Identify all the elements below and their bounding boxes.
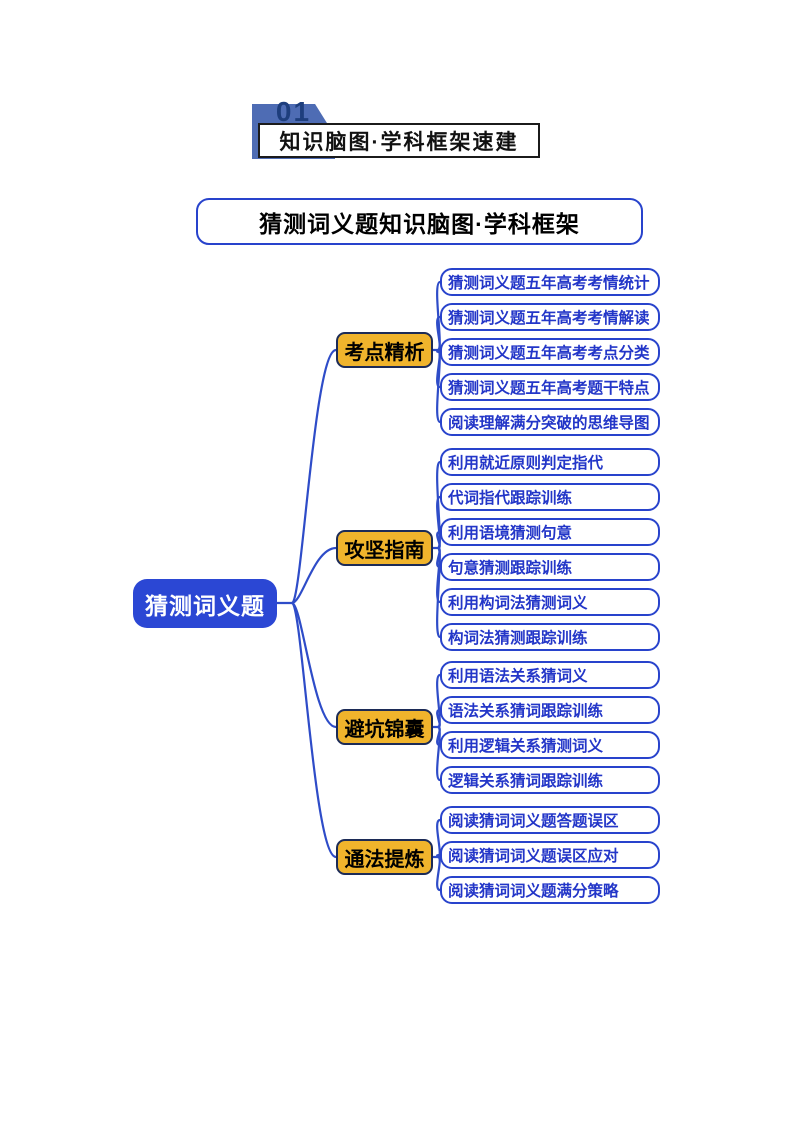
mindmap-leaf-node: 利用就近原则判定指代 xyxy=(440,448,660,476)
section-number: 01 xyxy=(275,96,312,127)
connector-lines xyxy=(275,280,442,892)
mindmap-leaf-node: 逻辑关系猜词跟踪训练 xyxy=(440,766,660,794)
mindmap-leaf-node: 阅读猜词词义题满分策略 xyxy=(440,876,660,904)
mindmap-branch-node: 通法提炼 xyxy=(336,839,433,875)
mindmap-leaf-node: 阅读猜词词义题答题误区 xyxy=(440,806,660,834)
mindmap-leaf-node: 猜测词义题五年高考题干特点 xyxy=(440,373,660,401)
mindmap-branch-node: 避坑锦囊 xyxy=(336,709,433,745)
mindmap-leaf-node: 猜测词义题五年高考考情解读 xyxy=(440,303,660,331)
mindmap-leaf-node: 利用构词法猜测词义 xyxy=(440,588,660,616)
mindmap-branch-node: 考点精析 xyxy=(336,332,433,368)
mindmap-leaf-node: 猜测词义题五年高考考情统计 xyxy=(440,268,660,296)
mindmap-title: 猜测词义题知识脑图·学科框架 xyxy=(196,198,643,245)
mindmap-leaf-node: 利用逻辑关系猜测词义 xyxy=(440,731,660,759)
mindmap-leaf-node: 利用语境猜测句意 xyxy=(440,518,660,546)
mindmap-leaf-node: 语法关系猜词跟踪训练 xyxy=(440,696,660,724)
mindmap-root-node: 猜测词义题 xyxy=(133,579,277,628)
mindmap-leaf-node: 构词法猜测跟踪训练 xyxy=(440,623,660,651)
mindmap-leaf-node: 猜测词义题五年高考考点分类 xyxy=(440,338,660,366)
mindmap-branch-node: 攻坚指南 xyxy=(336,530,433,566)
section-header: 知识脑图·学科框架速建 xyxy=(258,123,540,158)
mindmap-leaf-node: 句意猜测跟踪训练 xyxy=(440,553,660,581)
mindmap-leaf-node: 阅读猜词词义题误区应对 xyxy=(440,841,660,869)
section-header-label: 知识脑图·学科框架速建 xyxy=(279,130,519,154)
mindmap-leaf-node: 利用语法关系猜词义 xyxy=(440,661,660,689)
mindmap-leaf-node: 阅读理解满分突破的思维导图 xyxy=(440,408,660,436)
mindmap-title-label: 猜测词义题知识脑图·学科框架 xyxy=(259,210,580,237)
mindmap-leaf-node: 代词指代跟踪训练 xyxy=(440,483,660,511)
